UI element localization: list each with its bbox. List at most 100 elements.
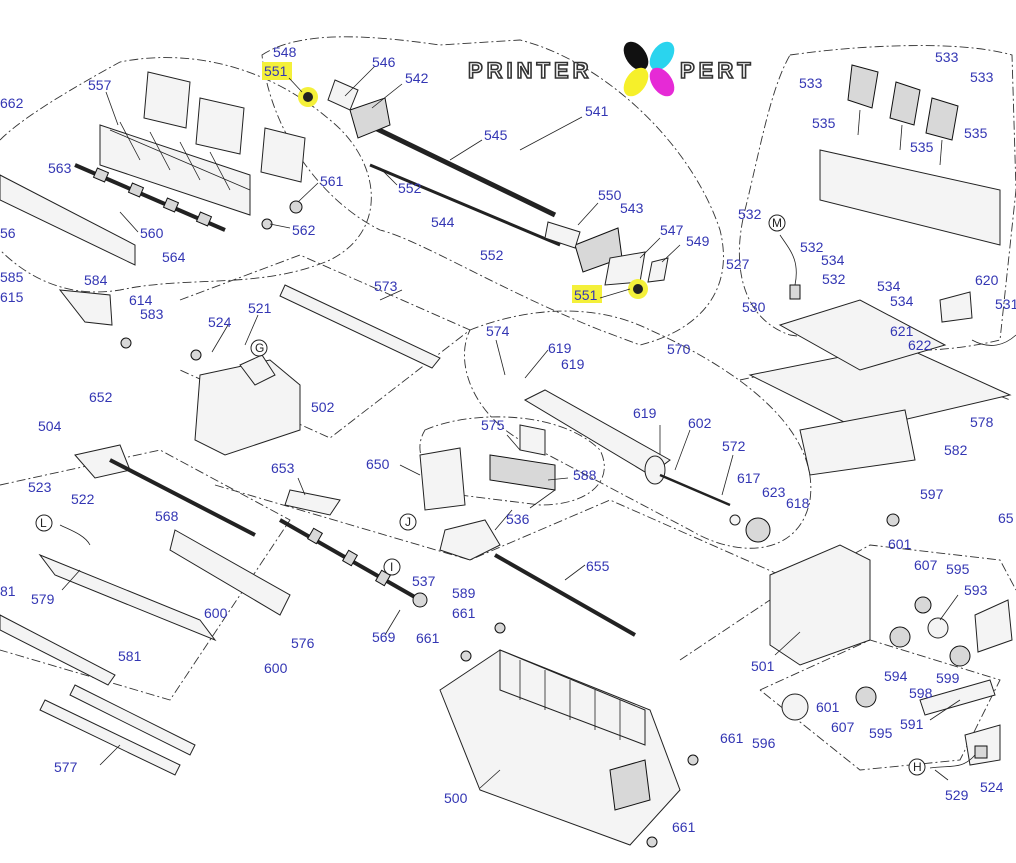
part-callout: 602 bbox=[688, 415, 712, 431]
gear-cluster bbox=[769, 513, 1013, 766]
part-callout: 622 bbox=[908, 337, 932, 353]
part-callout: 661 bbox=[416, 630, 440, 646]
connector-letter-m: M bbox=[772, 216, 782, 230]
part-callout: 543 bbox=[620, 200, 644, 216]
part-callout: 582 bbox=[944, 442, 968, 458]
connector-524 bbox=[974, 745, 988, 759]
right-paper-guide-assembly bbox=[748, 64, 1012, 476]
part-callout: 589 bbox=[452, 585, 476, 601]
part-callout: 552 bbox=[398, 180, 422, 196]
part-callout: 536 bbox=[506, 511, 530, 527]
part-callout: 564 bbox=[162, 249, 186, 265]
part-callout: 595 bbox=[869, 725, 893, 741]
paper-feed-roller-group-outline bbox=[261, 36, 724, 346]
roller-holder-542 bbox=[327, 79, 391, 139]
part-callout: 502 bbox=[311, 399, 335, 415]
part-callout: 615 bbox=[0, 289, 24, 305]
part-callout: 597 bbox=[920, 486, 944, 502]
sensor-620 bbox=[939, 291, 973, 323]
connector-letter-j: J bbox=[405, 515, 411, 529]
sub-frame-parts bbox=[419, 424, 556, 511]
part-callout: 601 bbox=[816, 699, 840, 715]
part-callout: 504 bbox=[38, 418, 62, 434]
sensor-530 bbox=[789, 284, 801, 300]
connector-letter-h: H bbox=[913, 760, 922, 774]
platen-roller-570 bbox=[523, 389, 731, 507]
part-callout: 599 bbox=[936, 670, 960, 686]
highlight-551-bottom bbox=[572, 285, 602, 303]
part-callout: 532 bbox=[800, 239, 824, 255]
foot-661-c bbox=[687, 754, 699, 766]
part-callout: 534 bbox=[877, 278, 901, 294]
part-callout: 591 bbox=[900, 716, 924, 732]
part-callout: 619 bbox=[633, 405, 657, 421]
part-callout: 532 bbox=[822, 271, 846, 287]
part-callout: 527 bbox=[726, 256, 750, 272]
part-callout: 563 bbox=[48, 160, 72, 176]
part-callout: 593 bbox=[964, 582, 988, 598]
part-callout: 560 bbox=[140, 225, 164, 241]
highlight-551-top bbox=[262, 62, 292, 80]
logo-left-text: PRINTER bbox=[468, 58, 593, 83]
part-callout: 544 bbox=[431, 214, 455, 230]
part-callout: 546 bbox=[372, 54, 396, 70]
part-callout: 617 bbox=[737, 470, 761, 486]
part-callout: 577 bbox=[54, 759, 78, 775]
part-callout: 562 bbox=[292, 222, 316, 238]
part-callout: 619 bbox=[561, 356, 585, 372]
sensor-cable-527 bbox=[779, 234, 797, 286]
bearing-551-top-inner bbox=[303, 92, 313, 102]
part-callout: 575 bbox=[481, 417, 505, 433]
part-callout: 551 bbox=[264, 63, 288, 79]
left-guide-rail bbox=[0, 174, 136, 266]
part-callout: 537 bbox=[412, 573, 436, 589]
part-callout: 529 bbox=[945, 787, 969, 803]
part-callout: 600 bbox=[264, 660, 288, 676]
gear-618 bbox=[745, 517, 771, 543]
part-callout: 533 bbox=[799, 75, 823, 91]
cable-529 bbox=[929, 754, 976, 769]
part-callout: 661 bbox=[452, 605, 476, 621]
part-callout: 534 bbox=[890, 293, 914, 309]
part-callout: 655 bbox=[586, 558, 610, 574]
lower-right-outline bbox=[679, 544, 1016, 661]
logo-right-text: PERT bbox=[680, 58, 755, 83]
paper-guide-shaft-564 bbox=[74, 163, 226, 232]
part-callout: 570 bbox=[667, 341, 691, 357]
part-callout: 81 bbox=[0, 583, 16, 599]
connector-letter-g: G bbox=[255, 341, 264, 355]
bushing-583 bbox=[120, 337, 132, 349]
part-callout: 534 bbox=[821, 252, 845, 268]
part-callout: 621 bbox=[890, 323, 914, 339]
platen-group-outline bbox=[464, 310, 812, 549]
part-callout: 535 bbox=[910, 139, 934, 155]
bearing-551-bottom-inner bbox=[633, 284, 643, 294]
connector-letters: G M J I L H bbox=[35, 214, 926, 776]
sub-frame-group-outline bbox=[419, 416, 605, 506]
part-callout: 661 bbox=[720, 730, 744, 746]
part-callout: 620 bbox=[975, 272, 999, 288]
part-callout: 501 bbox=[751, 658, 775, 674]
gear-group-outline bbox=[759, 639, 1001, 771]
part-callout: 572 bbox=[722, 438, 746, 454]
part-callout: 65 bbox=[998, 510, 1014, 526]
part-callout: 568 bbox=[155, 508, 179, 524]
part-callout: 601 bbox=[888, 536, 912, 552]
part-callout: 557 bbox=[88, 77, 112, 93]
lever-584 bbox=[58, 289, 113, 326]
part-callout: 545 bbox=[484, 127, 508, 143]
carriage-536 bbox=[439, 519, 501, 561]
part-callout: 583 bbox=[140, 306, 164, 322]
part-callout: 552 bbox=[480, 247, 504, 263]
part-callout: 607 bbox=[831, 719, 855, 735]
part-callout: 650 bbox=[366, 456, 390, 472]
part-callout: 541 bbox=[585, 103, 609, 119]
part-callout: 548 bbox=[273, 44, 297, 60]
part-callout: 579 bbox=[31, 591, 55, 607]
left-frame-502 bbox=[190, 349, 301, 456]
connector-letter-l: L bbox=[40, 516, 47, 530]
printerxpert-logo: PRINTER PERT bbox=[467, 41, 755, 97]
part-callout: 56 bbox=[0, 225, 16, 241]
gear-561 bbox=[289, 200, 303, 214]
logo-x-petals-icon bbox=[623, 41, 675, 97]
